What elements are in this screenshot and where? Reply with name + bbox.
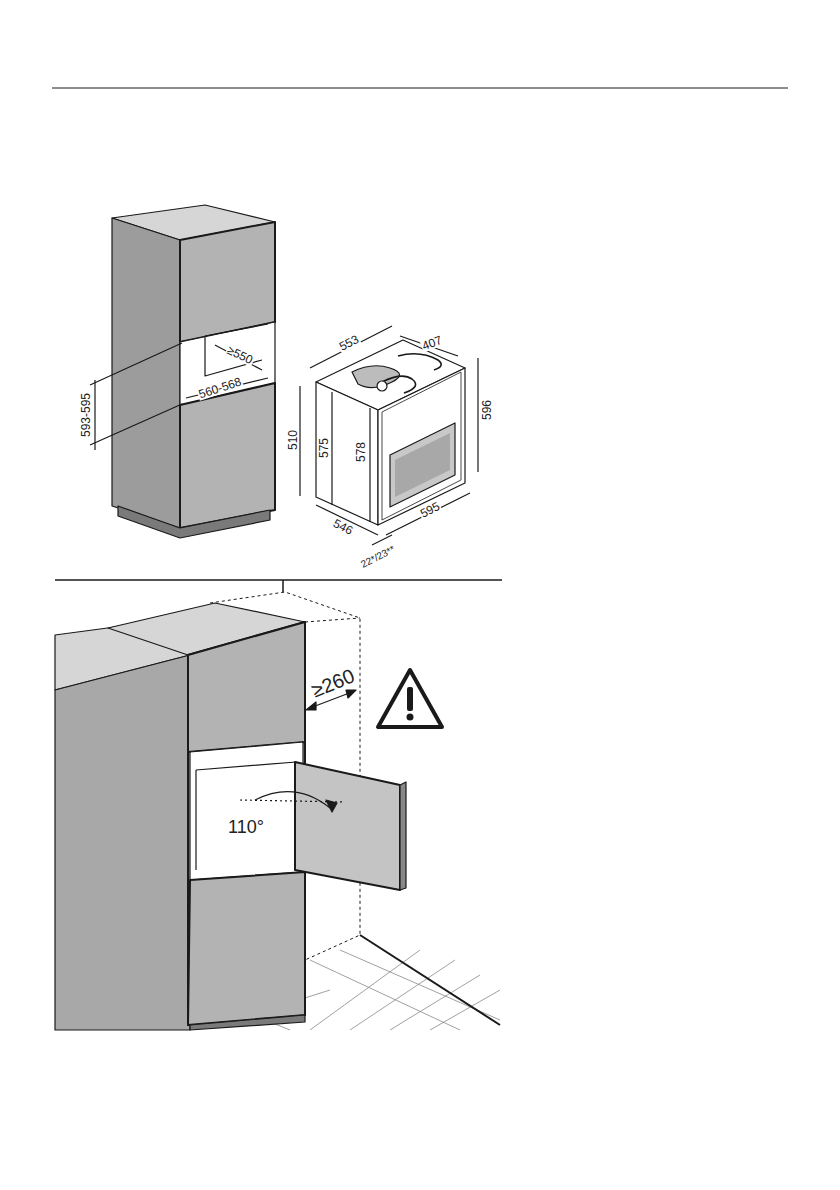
dimension-label: 510: [287, 429, 299, 451]
dimension-label: 110°: [227, 818, 265, 836]
dimension-label: 546: [330, 517, 355, 538]
dimension-label: 593-595: [80, 392, 92, 438]
dimension-label: 553: [336, 333, 361, 354]
dimension-label: 596: [481, 399, 493, 421]
dimension-label: 22*/23**: [358, 544, 397, 570]
dimension-label: 578: [355, 441, 367, 463]
dimension-label: 575: [318, 437, 330, 459]
